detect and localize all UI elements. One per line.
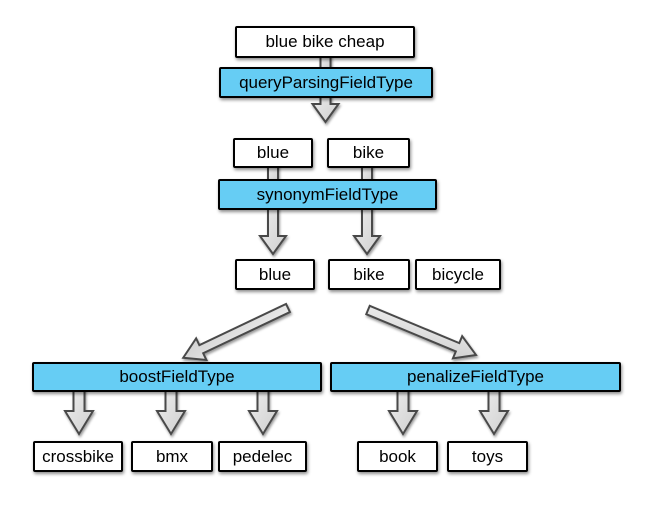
- node-token-blue-expanded: blue: [235, 259, 315, 290]
- node-penalize-field-type-label: penalizeFieldType: [406, 367, 545, 386]
- node-query-input: blue bike cheap: [235, 26, 415, 58]
- node-penalize-term-toys: toys: [447, 441, 528, 472]
- node-token-blue-parsed: blue: [233, 138, 313, 168]
- node-boost-field-type-label: boostFieldType: [119, 367, 235, 386]
- node-synonym-field-type-label: synonymFieldType: [256, 184, 399, 204]
- node-boost-field-type: boostFieldType: [32, 362, 322, 392]
- arrow-tokens-to-penalize: [364, 304, 478, 360]
- node-boost-term-bmx: bmx: [131, 441, 213, 472]
- node-token-bicycle-expanded: bicycle: [415, 259, 501, 290]
- node-synonym-field-type: synonymFieldType: [218, 179, 437, 210]
- node-token-bike-expanded-label: bike: [353, 264, 385, 284]
- node-boost-term-pedelec-label: pedelec: [232, 446, 293, 466]
- node-penalize-term-toys-label: toys: [471, 446, 504, 466]
- arrow-tokens-to-boost: [181, 302, 292, 362]
- node-query-parsing-field-type: queryParsingFieldType: [219, 67, 433, 98]
- node-penalize-field-type: penalizeFieldType: [330, 362, 621, 392]
- node-query-parsing-field-type-label: queryParsingFieldType: [239, 72, 413, 92]
- node-token-bicycle-expanded-label: bicycle: [432, 264, 484, 284]
- node-token-bike-expanded: bike: [328, 259, 410, 290]
- node-token-blue-parsed-label: blue: [256, 143, 290, 162]
- node-query-input-label: blue bike cheap: [265, 32, 385, 51]
- node-penalize-term-book: book: [357, 441, 438, 472]
- node-token-blue-expanded-label: blue: [258, 264, 292, 284]
- node-boost-term-bmx-label: bmx: [155, 446, 189, 466]
- node-boost-term-pedelec: pedelec: [218, 441, 307, 472]
- node-penalize-term-book-label: book: [379, 446, 416, 466]
- node-boost-term-crossbike: crossbike: [33, 441, 123, 472]
- node-boost-term-crossbike-label: crossbike: [42, 446, 114, 466]
- node-token-bike-parsed: bike: [327, 138, 410, 168]
- node-token-bike-parsed-label: bike: [352, 143, 385, 162]
